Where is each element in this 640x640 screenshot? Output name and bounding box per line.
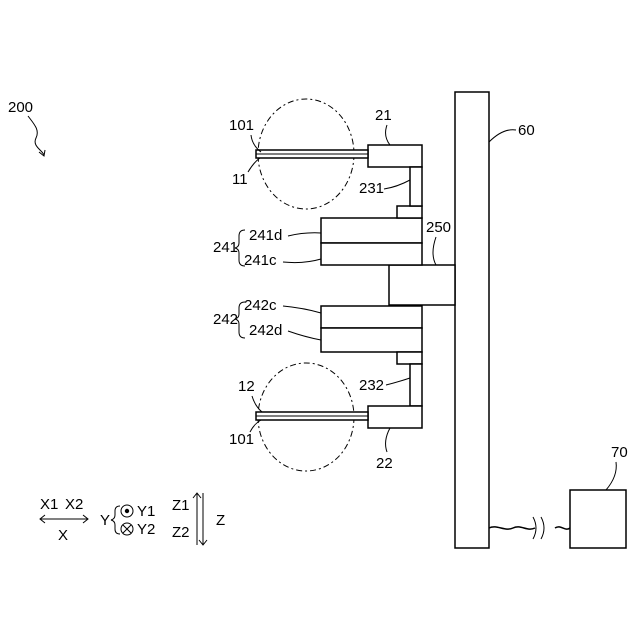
- link-upper: [410, 167, 422, 206]
- axis-y: Y: [100, 512, 110, 529]
- axis-z-arrow-down: [199, 493, 207, 545]
- axis-x-arrow: [40, 515, 88, 523]
- label-unit-241c: 241c: [244, 252, 277, 269]
- axis-y2-cross: [123, 525, 131, 533]
- axis-y1-dot: [125, 509, 129, 513]
- axis-x: X: [58, 527, 68, 544]
- leader-base-plate: [489, 130, 516, 142]
- leader-241d: [288, 233, 321, 236]
- label-figure-ref: 200: [8, 99, 33, 116]
- label-link-lower: 232: [359, 377, 384, 394]
- axis-x1: X1: [40, 496, 58, 513]
- leader-controller: [606, 462, 616, 490]
- label-rod-lower: 12: [238, 378, 255, 395]
- label-arm-lower: 22: [376, 455, 393, 472]
- label-unit-242c: 242c: [244, 297, 277, 314]
- axis-z1: Z1: [172, 497, 190, 514]
- arrowhead-figure-ref: [39, 150, 45, 156]
- leader-242c: [283, 306, 321, 313]
- axis-z-arrow-up: [193, 493, 201, 545]
- unit-242d: [321, 328, 422, 352]
- axis-z2: Z2: [172, 524, 190, 541]
- label-unit-241d: 241d: [249, 227, 282, 244]
- label-controller: 70: [611, 444, 628, 461]
- leader-hub: [433, 237, 436, 265]
- leader-link-lower: [386, 378, 410, 385]
- axis-y-brace: [111, 506, 120, 534]
- connector-upper: [397, 206, 422, 218]
- arm-upper-block: [368, 145, 422, 167]
- hub-block: [389, 265, 455, 305]
- leader-arm-upper: [386, 125, 390, 145]
- label-hub: 250: [426, 219, 451, 236]
- link-lower: [410, 364, 422, 406]
- leader-arm-lower: [386, 428, 390, 452]
- label-zone-upper: 101: [229, 117, 254, 134]
- base-plate: [455, 92, 489, 548]
- label-unit-242: 242: [213, 311, 238, 328]
- controller-box: [570, 490, 626, 548]
- label-arm-upper: 21: [375, 107, 392, 124]
- label-link-upper: 231: [359, 180, 384, 197]
- leader-241c: [283, 259, 321, 263]
- unit-241c: [321, 243, 422, 265]
- label-unit-242d: 242d: [249, 322, 282, 339]
- leader-link-upper: [384, 180, 410, 189]
- label-unit-241: 241: [213, 239, 238, 256]
- axis-y1: Y1: [137, 503, 155, 520]
- unit-242c: [321, 306, 422, 328]
- axis-x2: X2: [65, 496, 83, 513]
- label-rod-upper: 11: [232, 171, 248, 188]
- axis-y2: Y2: [137, 521, 155, 538]
- leader-242d: [288, 331, 321, 340]
- unit-241d: [321, 218, 422, 243]
- leader-figure-ref: [28, 116, 44, 155]
- axis-z: Z: [216, 512, 225, 529]
- connector-lower: [397, 352, 422, 364]
- arm-lower-block: [368, 406, 422, 428]
- cable-wavy: [489, 527, 570, 529]
- label-base-plate: 60: [518, 122, 535, 139]
- label-zone-lower: 101: [229, 431, 254, 448]
